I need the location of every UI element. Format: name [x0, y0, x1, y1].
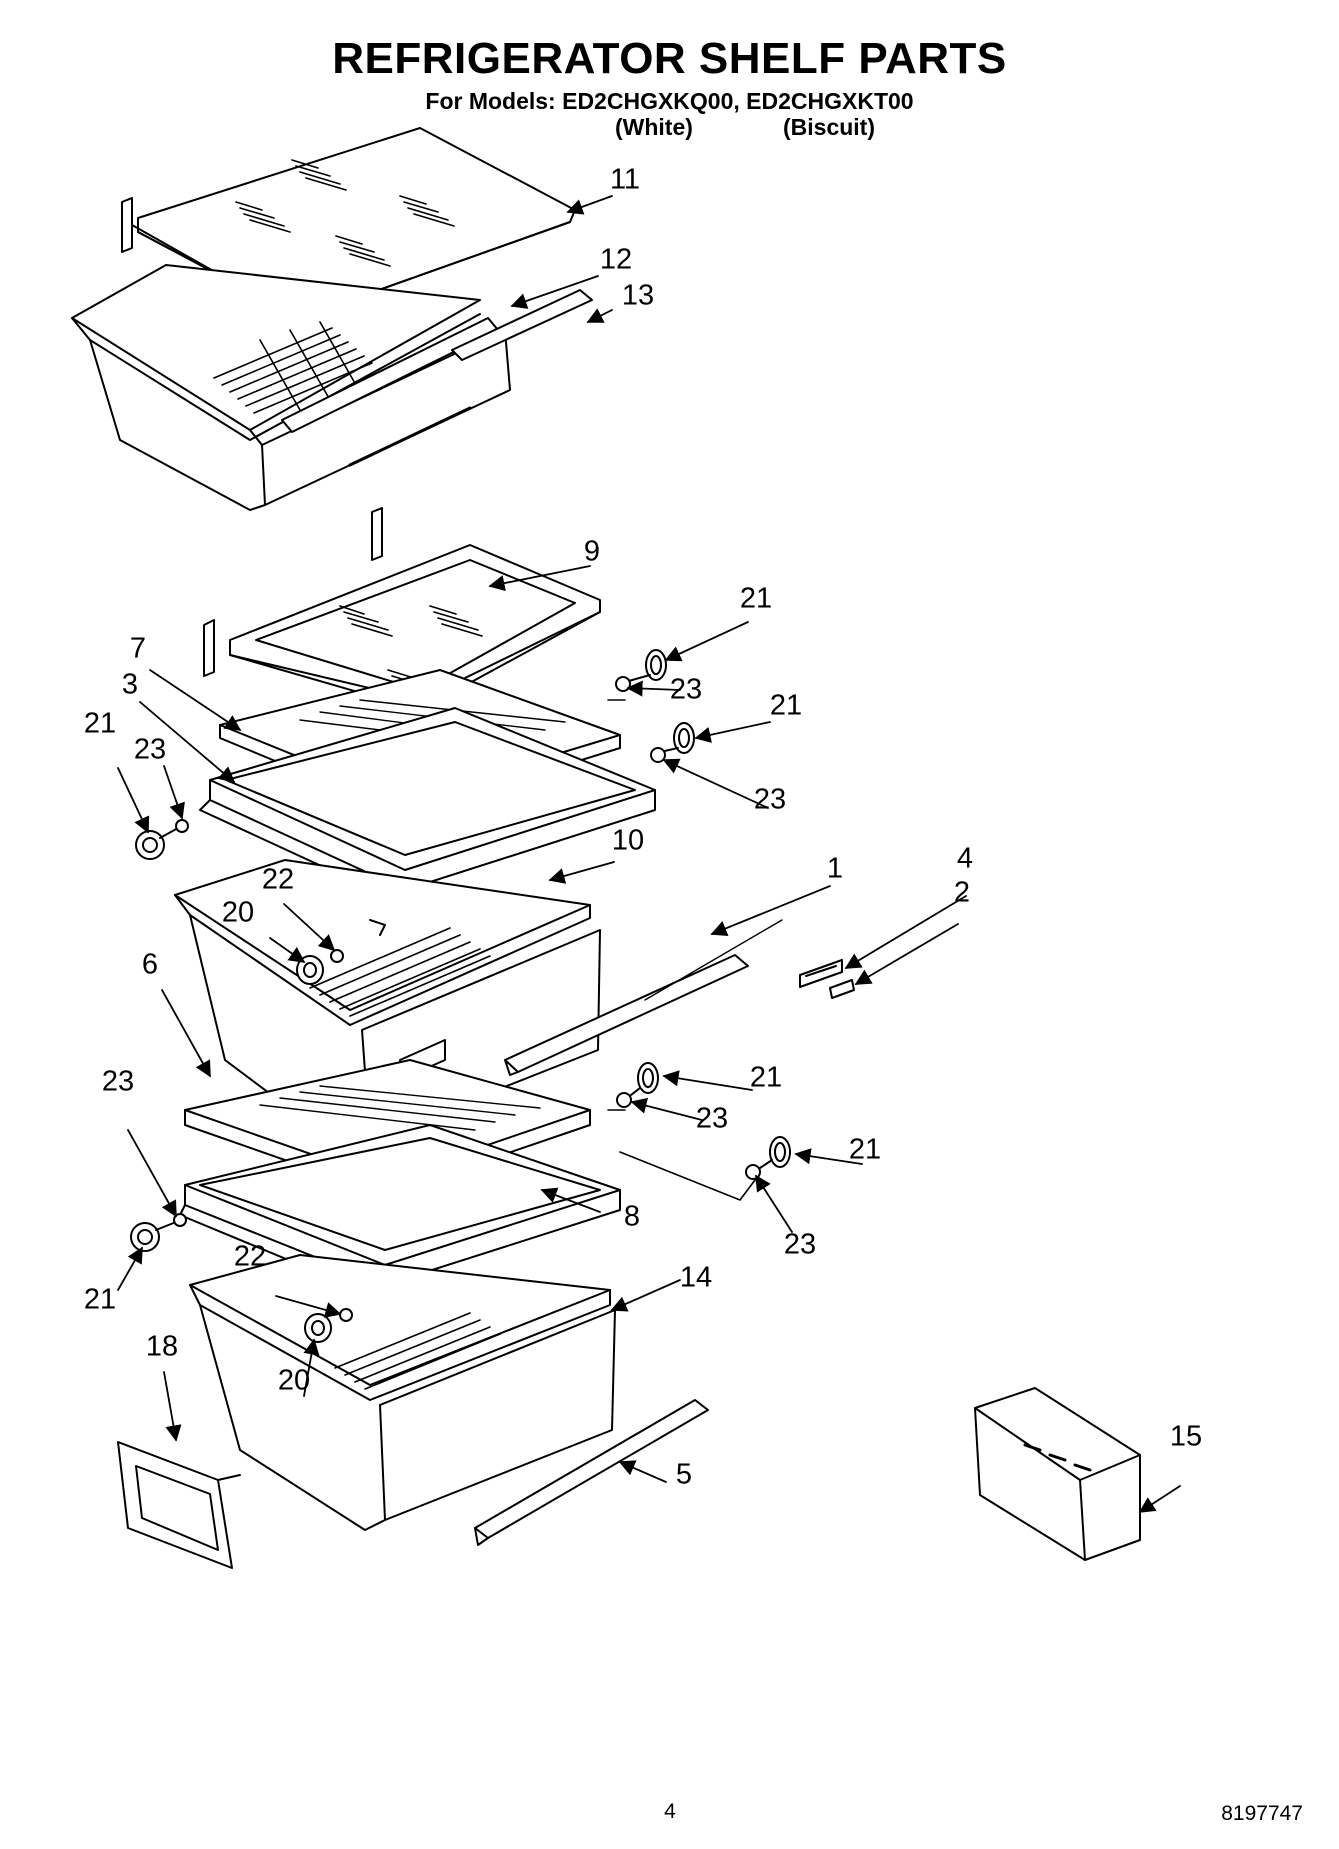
- page-number: 4: [664, 1800, 676, 1823]
- callout-10: 10: [611, 824, 645, 857]
- callout-12: 12: [599, 243, 633, 276]
- model-note-white: (White): [615, 114, 693, 140]
- callout-2: 2: [953, 876, 971, 909]
- callout-1: 1: [826, 852, 844, 885]
- callout-21: 21: [739, 582, 773, 615]
- label-holder-part-18: [117, 1441, 241, 1569]
- callout-13: 13: [621, 279, 655, 312]
- rail-part-13: [451, 289, 593, 361]
- callout-20: 20: [221, 896, 255, 929]
- callout-23: 23: [101, 1065, 135, 1098]
- callout-21: 21: [769, 689, 803, 722]
- callout-15: 15: [1169, 1420, 1203, 1453]
- callout-20: 20: [277, 1364, 311, 1397]
- callout-3: 3: [121, 668, 139, 701]
- callout-11: 11: [609, 163, 641, 196]
- callout-22: 22: [233, 1240, 267, 1273]
- callout-23: 23: [753, 783, 787, 816]
- callout-21: 21: [83, 707, 117, 740]
- callout-4: 4: [956, 842, 974, 875]
- callout-8: 8: [623, 1200, 641, 1233]
- bracket-part-2: [829, 979, 855, 999]
- callout-23: 23: [695, 1102, 729, 1135]
- callout-5: 5: [675, 1458, 693, 1491]
- callout-21: 21: [749, 1061, 783, 1094]
- rail-part-5: [474, 1399, 709, 1546]
- callout-23: 23: [669, 673, 703, 706]
- callout-21: 21: [848, 1133, 882, 1166]
- frame-part-3: [199, 707, 656, 901]
- leader-arrows: [117, 195, 1181, 1513]
- shelf-part-9: [203, 507, 601, 711]
- frame-part-8: [179, 1124, 621, 1299]
- models-line: For Models: ED2CHGXKQ00, ED2CHGXKT00: [425, 88, 914, 114]
- callout-23: 23: [783, 1228, 817, 1261]
- model-note-biscuit: (Biscuit): [783, 114, 875, 140]
- bracket-part-4: [799, 959, 843, 988]
- callout-7: 7: [129, 632, 147, 665]
- page-title: REFRIGERATOR SHELF PARTS: [332, 34, 1007, 83]
- leader-line: [644, 919, 783, 1001]
- callout-9: 9: [583, 535, 601, 568]
- callout-22: 22: [261, 863, 295, 896]
- rail-part-1: [504, 954, 749, 1076]
- callout-14: 14: [679, 1261, 713, 1294]
- callout-21: 21: [83, 1283, 117, 1316]
- document-number: 8197747: [1221, 1802, 1303, 1825]
- callout-6: 6: [141, 948, 159, 981]
- callout-23: 23: [133, 733, 167, 766]
- callout-18: 18: [145, 1330, 179, 1363]
- bin-part-15: [974, 1387, 1141, 1561]
- crisper-pan-top: [71, 264, 511, 511]
